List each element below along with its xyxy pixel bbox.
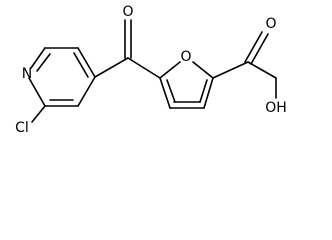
bond-c3-c4: [77, 76, 96, 107]
pyridine-ring: [28, 47, 96, 107]
bond-c4-c5: [77, 47, 96, 78]
chemical-structure: N Cl O O OH O: [15, 4, 287, 136]
furan-oxygen-label: O: [180, 49, 191, 65]
bond-c6-n-double: [36, 53, 51, 72]
bond-c5-carbonyl: [94, 57, 129, 78]
bond-c3f-c2f: [159, 77, 171, 109]
carbonyl-oxygen-label: O: [122, 4, 133, 20]
bond-c3f-c2f-double: [166, 79, 176, 103]
bond-cooh-o-double-a: [244, 31, 263, 63]
acid-carbonyl-oxygen-label: O: [265, 16, 276, 32]
bond-cooh-o-double-b: [250, 33, 269, 65]
carboxylic-acid: [212, 31, 277, 99]
chlorine-label: Cl: [15, 120, 29, 136]
bond-c5f-c4f-double: [199, 79, 208, 103]
hydroxyl-label: OH: [265, 100, 287, 116]
nitrogen-label: N: [22, 66, 32, 82]
bond-cooh-oh: [247, 61, 277, 79]
bond-c5f-cooh: [212, 61, 249, 79]
bond-n-c2: [28, 77, 46, 107]
bond-c2-cl: [31, 105, 46, 123]
bond-c6-n: [30, 47, 46, 69]
bond-carbonyl-furan: [127, 57, 161, 79]
ketone-linker: [94, 19, 161, 79]
furan-ring: [159, 61, 214, 109]
bond-o-c5f: [192, 61, 214, 79]
bond-c4-c5-double: [73, 52, 89, 78]
bond-c5f-c4f: [203, 77, 214, 109]
bond-c2f-o: [159, 61, 181, 79]
